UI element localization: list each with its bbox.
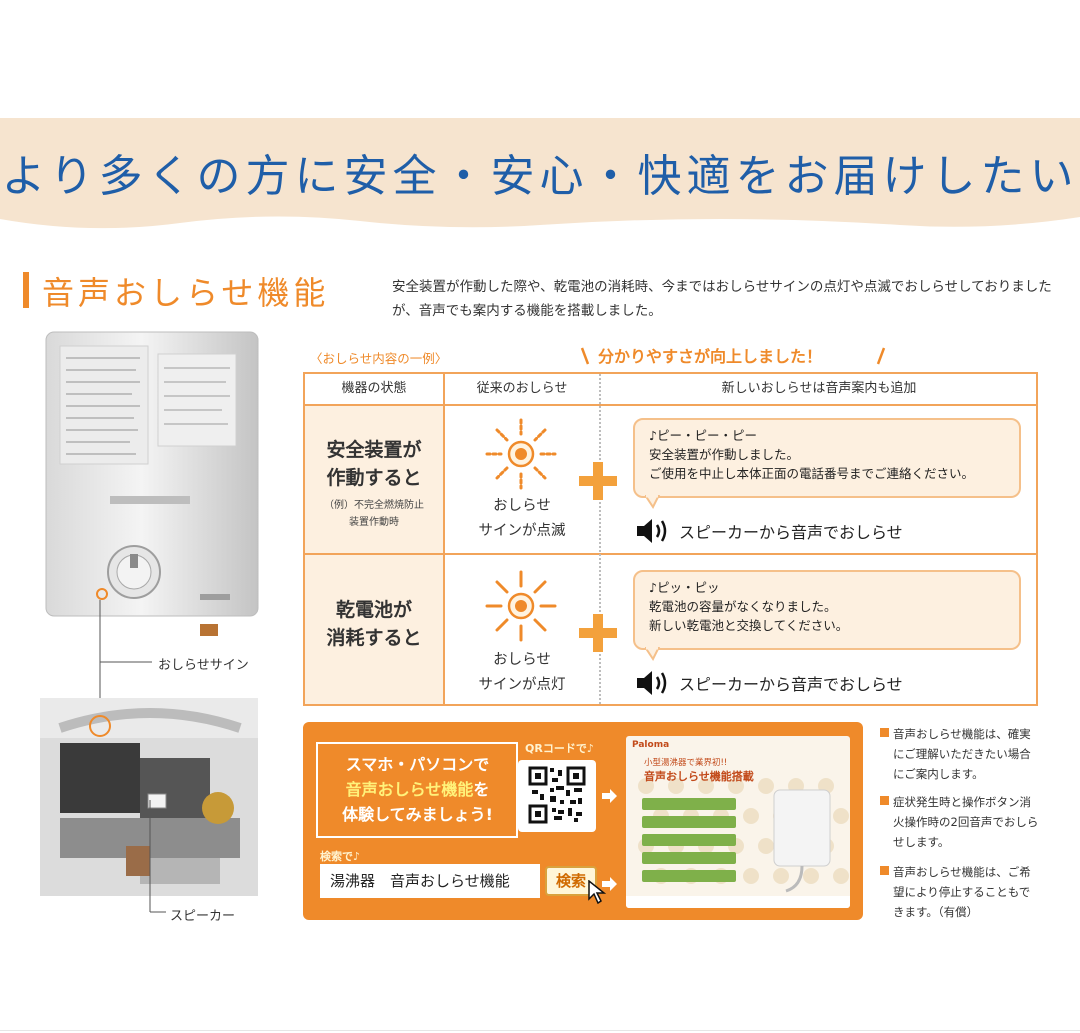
header-old: 従来のおしらせ <box>476 381 568 396</box>
water-heater-illustration <box>45 331 259 636</box>
voice2-line1: ♪ピッ・ピッ <box>649 580 720 595</box>
row2-old-line1: おしらせ <box>493 652 551 668</box>
row1-old-line1: おしらせ <box>493 498 551 514</box>
speaker-label: スピーカー <box>170 909 236 924</box>
note-bullet <box>880 866 889 875</box>
note-text: 症状発生時と操作ボタン消火操作時の2回音声でおしらせします。 <box>893 795 1039 849</box>
search-label: 検索で♪ <box>320 850 361 863</box>
note-bullet <box>880 728 889 737</box>
arrow-right-icon <box>602 789 617 803</box>
row-divider <box>305 553 1036 555</box>
trial-line2: 音声おしらせ機能を <box>320 777 515 802</box>
section-accent-bar <box>23 272 29 308</box>
column-divider-dotted <box>599 374 601 704</box>
banner-wave <box>0 216 1080 235</box>
table-row-cell <box>305 555 443 704</box>
voice2-line2: 乾電池の容量がなくなりました。 <box>649 599 837 614</box>
trial-line3: 体験してみましょう! <box>342 805 493 824</box>
blinking-sign-icon <box>485 418 557 490</box>
improvement-slashes <box>580 347 886 365</box>
title-banner <box>0 118 1080 230</box>
trial-line2-rest: を <box>473 780 490 799</box>
cursor-icon <box>588 880 606 905</box>
plus-icon <box>579 462 617 500</box>
qr-label: QRコードで♪ <box>525 742 594 755</box>
row2-speaker-text: スピーカーから音声でおしらせ <box>679 675 903 694</box>
example-label: 〈おしらせ内容の一例〉 <box>310 351 448 366</box>
section-description: 安全装置が作動した際や、乾電池の消耗時、今まではおしらせサインの点灯や点滅でおし… <box>392 279 1052 319</box>
column-divider <box>443 374 445 704</box>
lit-sign-icon <box>485 570 557 642</box>
sign-label: おしらせサイン <box>158 658 249 673</box>
voice1-line3: ご使用を中止し本体正面の電話番号までご連絡ください。 <box>649 466 975 481</box>
arrow-right-icon <box>602 877 617 891</box>
row2-state-line2: 消耗すると <box>326 627 422 649</box>
note-text: 音声おしらせ機能は、確実にご理解いただきたい場合にご案内します。 <box>893 727 1031 781</box>
preview-pattern <box>626 778 850 908</box>
voice-bubble-1: ♪ピー・ピー・ピー 安全装置が作動しました。 ご使用を中止し本体正面の電話番号ま… <box>633 418 1021 498</box>
website-preview[interactable]: Paloma 小型湯沸器で業界初!! 音声おしらせ機能搭載 <box>626 736 850 908</box>
row1-note-line1: （例）不完全燃焼防止 <box>324 500 424 511</box>
header-state: 機器の状態 <box>341 381 407 396</box>
section-title: 音声おしらせ機能 <box>42 274 330 312</box>
banner-title: より多くの方に安全・安心・快適をお届けしたい <box>1 151 1079 202</box>
trial-line1: スマホ・パソコンで <box>345 755 490 774</box>
row1-old-line2: サインが点滅 <box>478 523 566 539</box>
voice2-line3: 新しい乾電池と交換してください。 <box>649 618 849 633</box>
trial-line2-highlight: 音声おしらせ機能 <box>345 780 474 799</box>
voice1-line2: 安全装置が作動しました。 <box>649 447 800 462</box>
note-item: 音声おしらせ機能は、確実にご理解いただきたい場合にご案内します。 <box>880 724 1040 784</box>
heater-interior-illustration <box>40 698 258 896</box>
row1-state-line2: 作動すると <box>326 467 422 489</box>
preview-brand: Paloma <box>632 740 670 750</box>
trial-message: スマホ・パソコンで 音声おしらせ機能を 体験してみましょう! <box>320 752 515 827</box>
search-input[interactable]: 湯沸器 音声おしらせ機能 <box>320 864 540 898</box>
sign-leader-line <box>99 600 152 710</box>
improvement-label: 分かりやすさが向上しました！ <box>598 347 823 366</box>
preview-catch: 小型湯沸器で業界初!! <box>644 758 728 768</box>
trial-frame <box>316 742 518 838</box>
voice-bubble-2: ♪ピッ・ピッ 乾電池の容量がなくなりました。 新しい乾電池と交換してください。 <box>633 570 1021 650</box>
qr-code-panel[interactable] <box>518 760 596 832</box>
note-bullet <box>880 796 889 805</box>
bubble-tail <box>645 495 661 509</box>
note-text: 音声おしらせ機能は、ご希望により停止することもできます。（有償） <box>893 865 1031 919</box>
plus-icon <box>579 614 617 652</box>
bottom-divider <box>0 1030 1080 1031</box>
header-new: 新しいおしらせは音声案内も追加 <box>721 381 917 396</box>
preview-title: 音声おしらせ機能搭載 <box>644 770 754 783</box>
row1-speaker-text: スピーカーから音声でおしらせ <box>679 523 903 542</box>
header-divider <box>305 404 1036 406</box>
speaker-leader-line <box>149 800 166 913</box>
row1-note-line2: 装置作動時 <box>349 517 399 528</box>
note-item: 症状発生時と操作ボタン消火操作時の2回音声でおしらせします。 <box>880 792 1040 852</box>
bubble-tail <box>645 647 661 661</box>
speaker-icon <box>637 671 667 695</box>
row2-old-line2: サインが点灯 <box>478 677 566 693</box>
row1-state-line1: 安全装置が <box>326 439 422 461</box>
table-row-cell <box>305 406 443 553</box>
note-item: 音声おしらせ機能は、ご希望により停止することもできます。（有償） <box>880 862 1040 922</box>
voice1-line1: ♪ピー・ピー・ピー <box>649 428 757 443</box>
speaker-icon <box>637 519 667 543</box>
notification-table: 機器の状態 従来のおしらせ 新しいおしらせは音声案内も追加 安全装置が 作動する… <box>303 372 1038 706</box>
qr-code-icon <box>528 766 586 824</box>
row2-state-line1: 乾電池が <box>335 599 412 621</box>
